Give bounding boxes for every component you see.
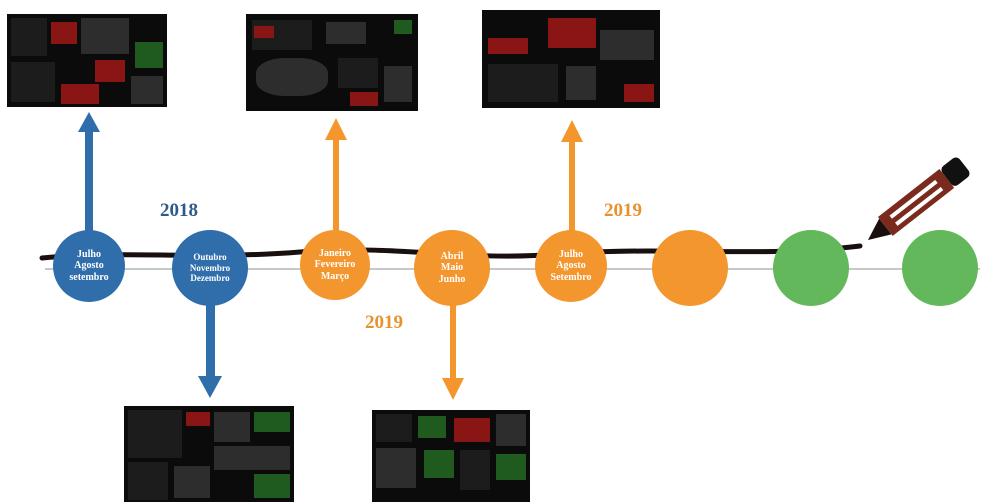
timeline-node-5: Julho Agosto Setembro [535,230,607,302]
timeline-node-3: Janeiro Fevereiro Março [300,230,370,300]
arrow-down-blue-2 [198,300,222,398]
photo-collage-2 [246,14,418,111]
year-2019-lower: 2019 [365,312,403,333]
timeline-node-6 [652,230,728,306]
arrow-up-orange-5 [561,120,583,234]
photo-collage-1 [7,14,167,107]
photo-collage-5 [372,410,530,502]
year-2019-upper: 2019 [604,200,642,221]
timeline-node-4: Abril Maio Junho [414,230,490,306]
timeline-node-1: Julho Agosto setembro [53,230,125,302]
arrow-up-blue-1 [78,112,100,238]
timeline-node-2: Outubro Novembro Dezembro [172,230,248,306]
pencil-icon [868,157,970,240]
photo-collage-3 [482,10,660,108]
arrow-up-orange-3 [325,118,347,236]
base-line [45,268,980,270]
photo-collage-4 [124,406,294,502]
year-2018: 2018 [160,200,198,221]
timeline-node-7 [773,230,849,306]
arrow-down-orange-4 [442,300,464,400]
timeline-node-8 [902,230,978,306]
